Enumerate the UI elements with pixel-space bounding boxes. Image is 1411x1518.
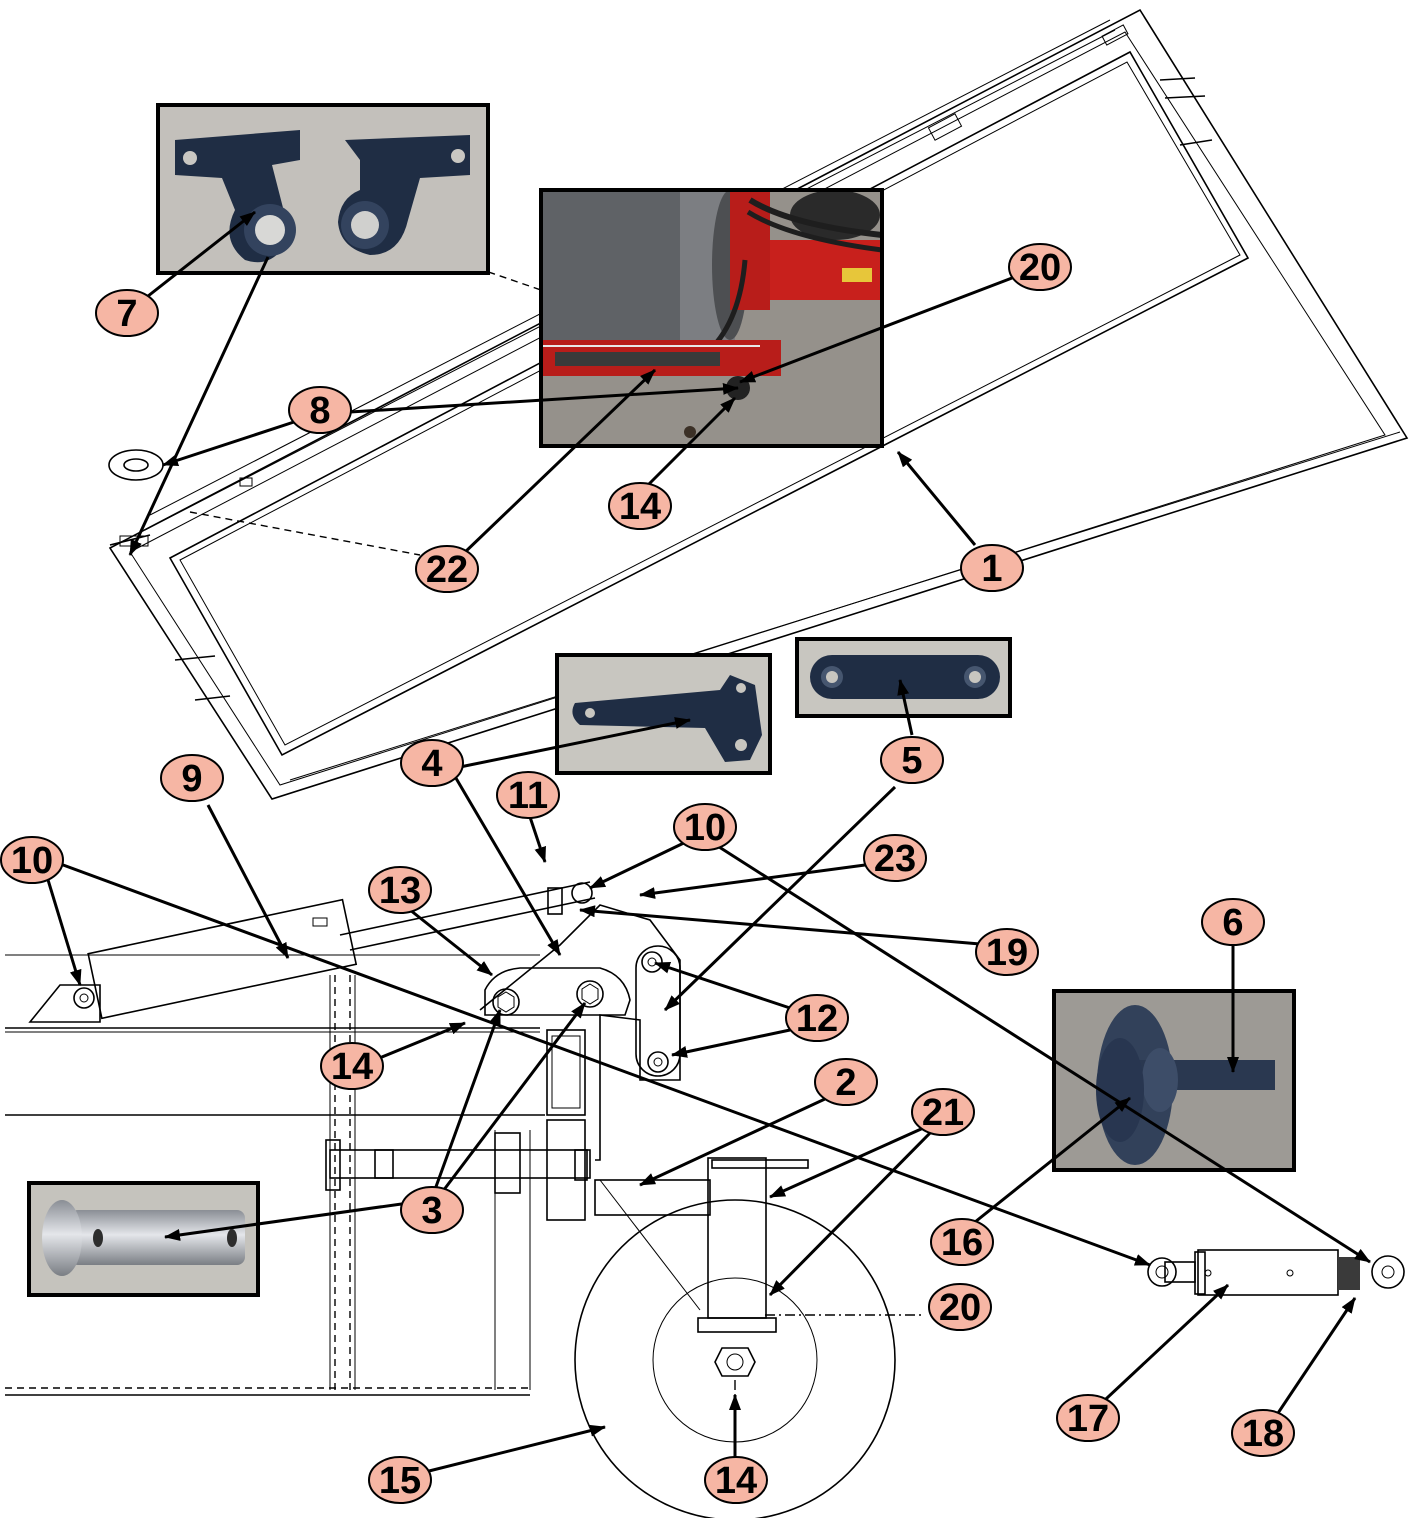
callout-10-top: 10 [673, 803, 737, 851]
callout-22-label: 22 [426, 549, 468, 591]
callout-14-top-label: 14 [619, 486, 661, 528]
callout-19-label: 19 [986, 932, 1028, 974]
callout-23-label: 23 [874, 838, 916, 880]
callout-10-top-label: 10 [684, 807, 726, 849]
callout-4-label: 4 [421, 743, 442, 785]
callout-14-bottom: 14 [704, 1456, 768, 1504]
callout-18-label: 18 [1242, 1413, 1284, 1455]
callout-15-label: 15 [379, 1460, 421, 1502]
callout-6: 6 [1201, 898, 1265, 946]
callout-12-label: 12 [796, 998, 838, 1040]
callout-20-top: 20 [1008, 243, 1072, 291]
leader-arrows [43, 210, 1371, 1479]
callout-2: 2 [814, 1058, 878, 1106]
callout-9-label: 9 [181, 758, 202, 800]
callout-20-bottom-label: 20 [939, 1287, 981, 1329]
callout-10-left-label: 10 [11, 840, 53, 882]
callout-4: 4 [400, 739, 464, 787]
washer-part [108, 449, 164, 481]
callout-5: 5 [880, 736, 944, 784]
pin-photo [27, 1181, 260, 1297]
callout-18: 18 [1231, 1409, 1295, 1457]
callout-16: 16 [930, 1218, 994, 1266]
callout-5-label: 5 [901, 740, 922, 782]
link-bar-photo [795, 637, 1012, 718]
callout-12: 12 [785, 994, 849, 1042]
callout-14-mid-label: 14 [331, 1046, 373, 1088]
callout-9: 9 [160, 754, 224, 802]
callout-19: 19 [975, 928, 1039, 976]
callout-6-label: 6 [1222, 902, 1243, 944]
callout-22: 22 [415, 545, 479, 593]
callout-23: 23 [863, 834, 927, 882]
chassis-drawing [5, 881, 925, 1518]
callout-11: 11 [496, 771, 560, 819]
callout-7-label: 7 [116, 293, 137, 335]
plate-arm-photo [555, 653, 772, 775]
callout-8: 8 [288, 386, 352, 434]
callout-1: 1 [960, 544, 1024, 592]
callout-3: 3 [400, 1186, 464, 1234]
roller-hydraulic-photo [539, 188, 884, 448]
callout-21-label: 21 [922, 1092, 964, 1134]
callout-21: 21 [911, 1088, 975, 1136]
callout-14-top: 14 [608, 482, 672, 530]
callout-2-label: 2 [835, 1062, 856, 1104]
hydraulic-cylinder [1147, 1249, 1405, 1296]
callout-20-bottom: 20 [928, 1283, 992, 1331]
callout-8-label: 8 [309, 390, 330, 432]
callout-13-label: 13 [379, 870, 421, 912]
callout-11-label: 11 [508, 775, 548, 817]
callout-14-bottom-label: 14 [715, 1460, 757, 1502]
callout-1-label: 1 [981, 548, 1002, 590]
callout-20-top-label: 20 [1019, 247, 1061, 289]
callout-15: 15 [368, 1456, 432, 1504]
callout-13: 13 [368, 866, 432, 914]
callout-16-label: 16 [941, 1222, 983, 1264]
callout-17: 17 [1056, 1394, 1120, 1442]
callout-10-left: 10 [0, 836, 64, 884]
callout-14-mid: 14 [320, 1042, 384, 1090]
callout-3-label: 3 [421, 1190, 442, 1232]
spindle-hub-photo [1052, 989, 1296, 1172]
callout-7: 7 [95, 289, 159, 337]
callout-17-label: 17 [1067, 1398, 1109, 1440]
